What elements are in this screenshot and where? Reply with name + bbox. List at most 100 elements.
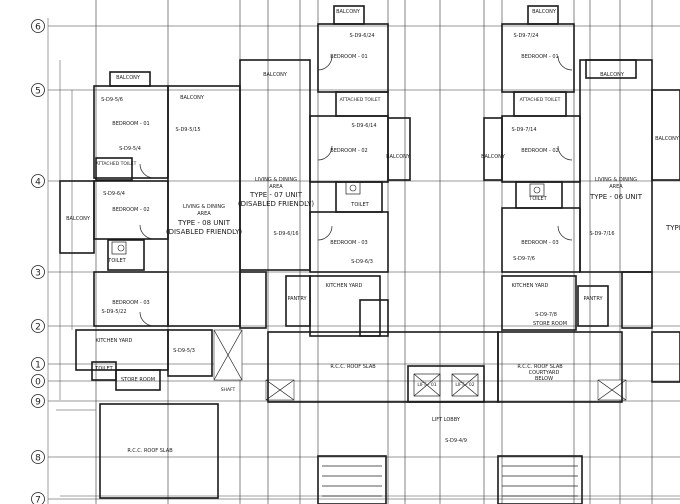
slab-labels: R.C.C. ROOF SLAB R.C.C. ROOF SLAB R.C.C.… (127, 364, 563, 454)
svg-text:2: 2 (35, 323, 41, 333)
tag-label: S-D9-4/9 (445, 438, 467, 444)
unit-type-label: TYPE - 07 UNIT (249, 191, 303, 199)
unit-type-labels: TYPE - 08 UNIT (DISABLED FRIENDLY) TYPE … (166, 191, 680, 236)
balcony-labels: BALCONY BALCONY BALCONY BALCONY BALCONY … (66, 9, 680, 222)
balcony-label: BALCONY (481, 154, 506, 160)
room-label: LIFT LOBBY (432, 417, 461, 423)
unit-type-06 (483, 5, 680, 504)
balcony-label: BALCONY (600, 72, 625, 78)
door-window-tags: S-D9-5/6 S-D9-5/15 S-D9-5/4 S-D9-6/4 S-D… (101, 33, 614, 444)
slab-label: R.C.C. ROOF SLAB (330, 364, 376, 370)
room-label: TOILET (350, 202, 369, 208)
room-label: BEDROOM - 02 (112, 207, 149, 213)
room-label: LIFT - 01 (417, 382, 436, 388)
room-label: STORE ROOM (121, 377, 155, 383)
room-label: ATTACHED TOILET (340, 97, 381, 103)
room-label: LIVING & DINING (183, 204, 225, 210)
unit-type-label: (DISABLED FRIENDLY) (166, 228, 243, 236)
room-label: PANTRY (287, 296, 307, 302)
room-label: LIVING & DINING (595, 177, 637, 183)
room-label: AREA (269, 184, 283, 190)
tag-label: S-D9-7/8 (535, 312, 557, 318)
room-label: LIVING & DINING (255, 177, 297, 183)
room-label: BEDROOM - 01 (521, 54, 558, 60)
room-label: BEDROOM - 03 (521, 240, 558, 246)
tag-label: S-D9-7/24 (513, 33, 538, 39)
svg-text:9: 9 (35, 398, 41, 408)
tag-label: S-D9-6/24 (349, 33, 374, 39)
balcony-label: BALCONY (180, 95, 205, 101)
unit-type-07 (239, 5, 499, 504)
tag-label: S-D9-5/6 (101, 97, 123, 103)
unit-type-label: (DISABLED FRIENDLY) (238, 200, 315, 208)
grid-marker-9: 9 (31, 394, 45, 408)
room-label: AREA (197, 211, 211, 217)
tag-label: S-D9-7/6 (513, 256, 535, 262)
room-label: AREA (609, 184, 623, 190)
svg-text:6: 6 (35, 23, 41, 33)
grid-marker-6: 6 (31, 19, 45, 33)
room-label: BEDROOM - 02 (330, 148, 367, 154)
room-label: BEDROOM - 03 (330, 240, 367, 246)
tag-label: S-D9-6/3 (351, 259, 373, 265)
grid-marker-2: 2 (31, 319, 45, 333)
tag-label: S-D9-5/3 (173, 348, 195, 354)
balcony-label: BALCONY (66, 216, 91, 222)
balcony-label: BALCONY (655, 136, 680, 142)
room-label: ATTACHED TOILET (96, 161, 137, 167)
room-label: KITCHEN YARD (326, 283, 363, 289)
balcony-label: BALCONY (263, 72, 288, 78)
unit-type-label: TYPE - 06 UNIT (589, 193, 643, 201)
unit-type-label: TYPE (665, 224, 680, 232)
tag-label: S-D9-7/14 (511, 127, 536, 133)
unit-type-label: TYPE - 08 UNIT (177, 219, 231, 227)
grid-marker-1: 1 (31, 357, 45, 371)
svg-text:7: 7 (35, 496, 41, 504)
slab-label: COURTYARD (529, 370, 560, 376)
grid-marker-7: 7 (31, 492, 45, 504)
room-label: LIFT - 02 (455, 382, 474, 388)
room-labels: BEDROOM - 01 BEDROOM - 02 BEDROOM - 03 A… (94, 54, 637, 423)
balcony-label: BALCONY (336, 9, 361, 15)
tag-label: S-D9-7/16 (589, 231, 614, 237)
slab-label: R.C.C. ROOF SLAB (127, 448, 173, 454)
unit-type-08 (59, 71, 243, 499)
tag-label: S-D9-6/16 (273, 231, 298, 237)
room-label: BEDROOM - 01 (330, 54, 367, 60)
svg-text:0: 0 (35, 378, 41, 388)
balcony-label: BALCONY (386, 154, 411, 160)
grid-marker-3: 3 (31, 265, 45, 279)
tag-label: S-D9-5/22 (101, 309, 126, 315)
room-label: TOILET (107, 258, 126, 264)
tag-label: S-D9-5/15 (175, 127, 200, 133)
svg-text:5: 5 (35, 87, 41, 97)
room-label: SHAFT (221, 387, 236, 393)
tag-label: S-D9-6/4 (103, 191, 125, 197)
grid-marker-0: 0 (31, 374, 45, 388)
balcony-label: BALCONY (532, 9, 557, 15)
svg-text:1: 1 (35, 361, 41, 371)
room-label: KITCHEN YARD (512, 283, 549, 289)
room-label: BEDROOM - 03 (112, 300, 149, 306)
room-label: PANTRY (583, 296, 603, 302)
svg-text:4: 4 (35, 178, 41, 188)
svg-text:8: 8 (35, 454, 41, 464)
grid-marker-4: 4 (31, 174, 45, 188)
tag-label: S-D9-5/4 (119, 146, 141, 152)
room-label: ATTACHED TOILET (520, 97, 561, 103)
room-label: BEDROOM - 02 (521, 148, 558, 154)
slab-label: R.C.C. ROOF SLAB (517, 364, 563, 370)
room-label: KITCHEN YARD (96, 338, 133, 344)
room-label: STORE ROOM (533, 321, 567, 327)
grid-markers: 6 5 4 3 2 1 0 9 8 7 (31, 19, 45, 504)
room-label: TOILET (528, 196, 547, 202)
tag-label: S-D9-6/14 (351, 123, 376, 129)
svg-text:3: 3 (35, 269, 41, 279)
balcony-label: BALCONY (116, 75, 141, 81)
grid-marker-5: 5 (31, 83, 45, 97)
slab-label: BELOW (535, 376, 553, 382)
room-label: TOILET (94, 366, 113, 372)
grid-marker-8: 8 (31, 450, 45, 464)
